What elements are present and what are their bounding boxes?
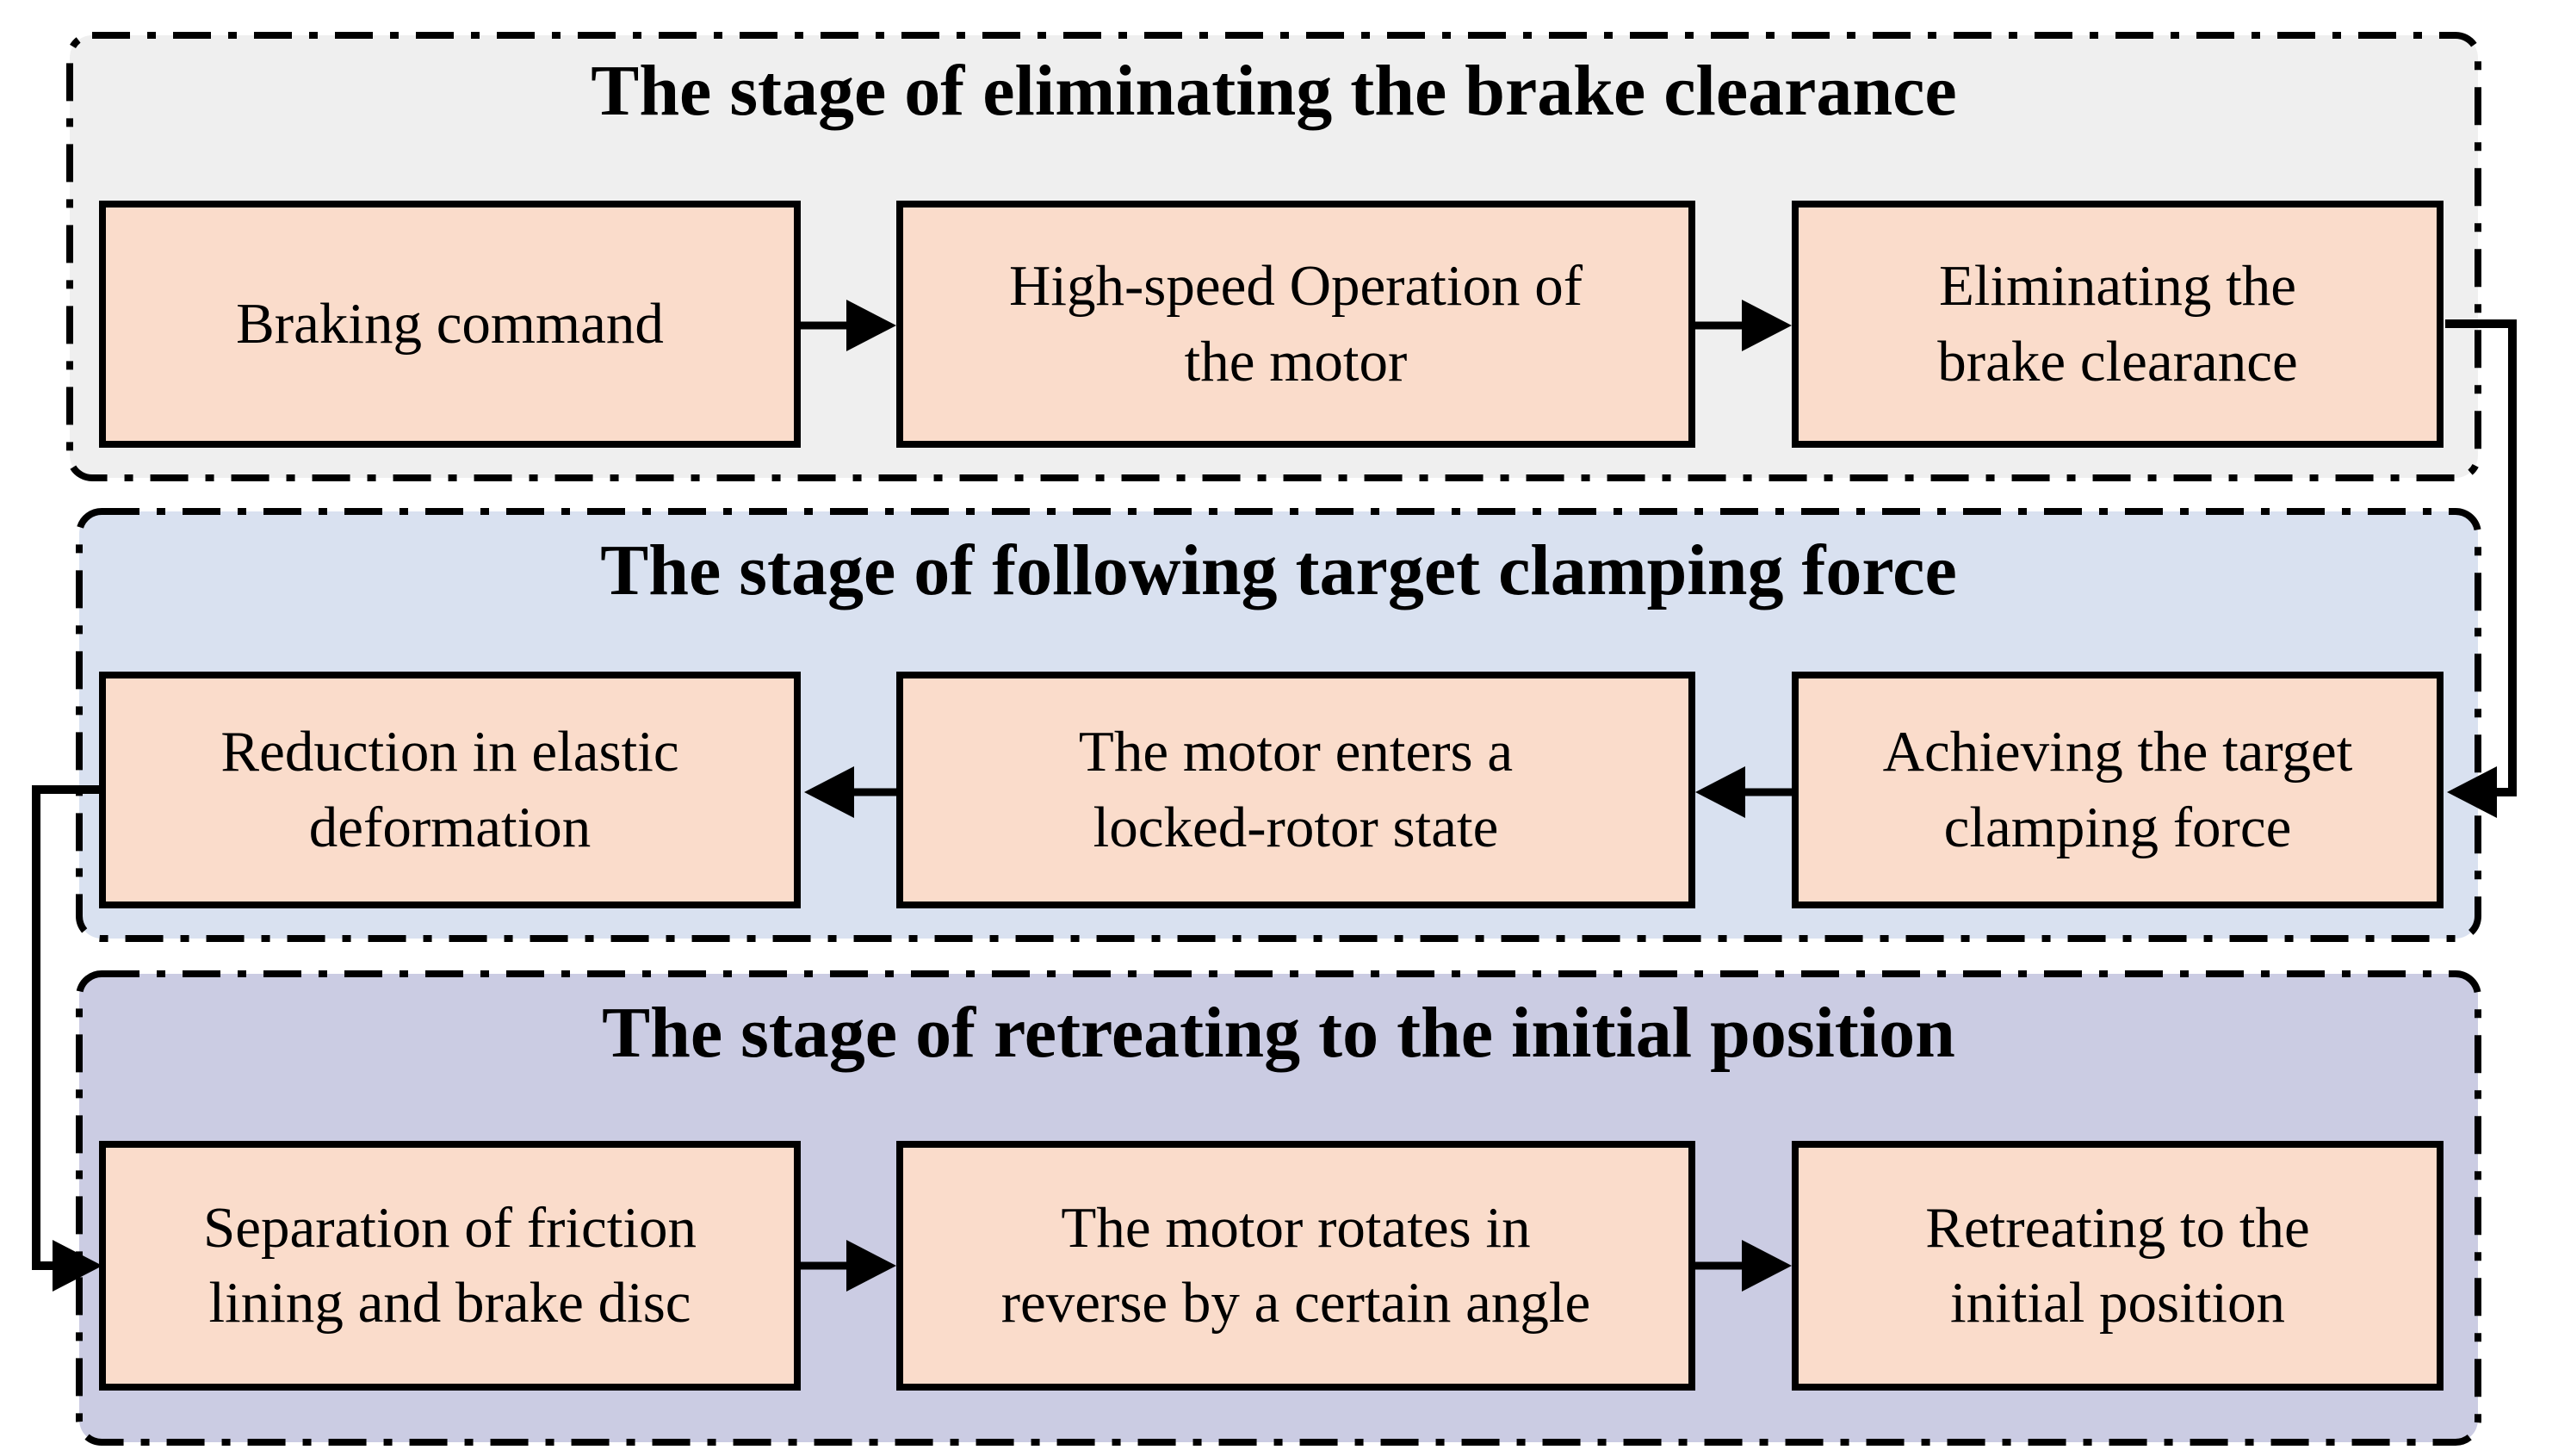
box-high-speed-operation: High-speed Operation of the motor xyxy=(896,201,1695,448)
box-reduction-elastic-deformation: Reduction in elastic deformation xyxy=(99,672,801,908)
arrow-achieving-to-lockedrotor-icon xyxy=(1695,766,1792,818)
stage-2-title: The stage of following target clamping f… xyxy=(600,530,1957,610)
arrow-separation-to-rotates-icon xyxy=(801,1240,896,1292)
arrow-highspeed-to-eliminating-icon xyxy=(1694,300,1792,351)
stage-1-title: The stage of eliminating the brake clear… xyxy=(591,51,1957,131)
connector-stage1-to-stage2 xyxy=(2445,319,2517,818)
stage-3-title: The stage of retreating to the initial p… xyxy=(602,993,1955,1073)
box-motor-rotates-reverse: The motor rotates in reverse by a certai… xyxy=(896,1141,1695,1391)
box-motor-locked-rotor: The motor enters a locked-rotor state xyxy=(896,672,1695,908)
box-achieving-target-clamping-force: Achieving the target clamping force xyxy=(1792,672,2444,908)
arrow-lockedrotor-to-reduction-icon xyxy=(804,766,896,818)
arrow-braking-to-highspeed-icon xyxy=(801,300,896,351)
connector-stage2-to-stage3 xyxy=(32,785,102,1292)
arrow-rotates-to-retreating-icon xyxy=(1694,1240,1792,1292)
box-separation-friction-lining: Separation of friction lining and brake … xyxy=(99,1141,801,1391)
box-braking-command: Braking command xyxy=(99,201,801,448)
box-retreating-initial-position: Retreating to the initial position xyxy=(1792,1141,2444,1391)
box-eliminating-brake-clearance: Eliminating the brake clearance xyxy=(1792,201,2444,448)
